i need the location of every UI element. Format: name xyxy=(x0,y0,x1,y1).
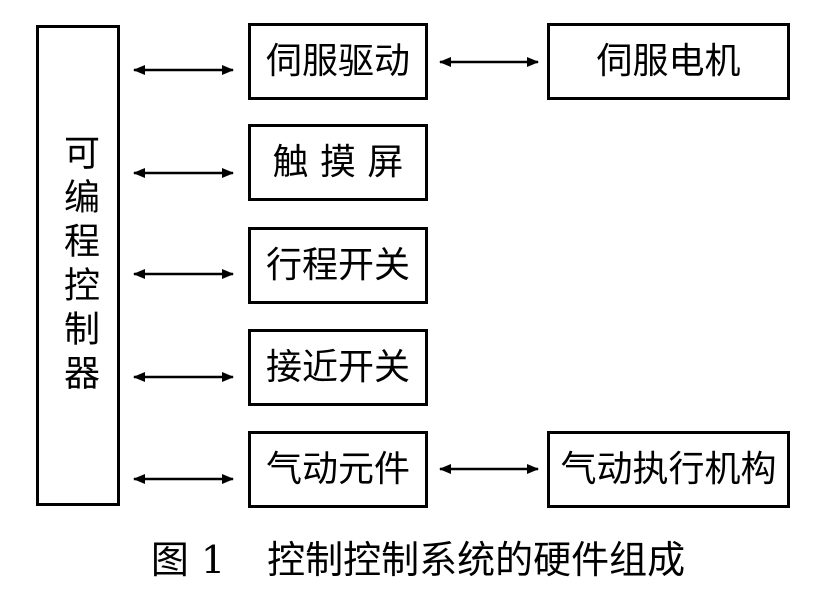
servo-drive-label: 伺服驱动 xyxy=(265,40,410,82)
servo-motor-box: 伺服电机 xyxy=(547,23,790,100)
figure-caption: 图 1 控制控制系统的硬件组成 xyxy=(0,538,836,582)
touch-screen-label: 触 摸 屏 xyxy=(272,141,404,183)
servo-drive-box: 伺服驱动 xyxy=(248,23,428,100)
pneumatic-actuator-label: 气动执行机构 xyxy=(560,448,777,490)
travel-switch-box: 行程开关 xyxy=(248,227,428,304)
touch-screen-box: 触 摸 屏 xyxy=(248,124,428,201)
proximity-switch-box: 接近开关 xyxy=(248,329,428,406)
plc-label: 可编程控制器 xyxy=(58,133,99,398)
pneumatic-actuator-box: 气动执行机构 xyxy=(547,431,790,508)
figure-number: 图 1 xyxy=(150,538,226,582)
proximity-switch-label: 接近开关 xyxy=(265,346,410,388)
servo-motor-label: 伺服电机 xyxy=(596,40,741,82)
pneumatic-component-box: 气动元件 xyxy=(248,431,428,508)
pneumatic-component-label: 气动元件 xyxy=(265,448,410,490)
figure-title: 控制控制系统的硬件组成 xyxy=(267,538,686,582)
travel-switch-label: 行程开关 xyxy=(265,244,410,286)
plc-block: 可编程控制器 xyxy=(36,25,120,506)
